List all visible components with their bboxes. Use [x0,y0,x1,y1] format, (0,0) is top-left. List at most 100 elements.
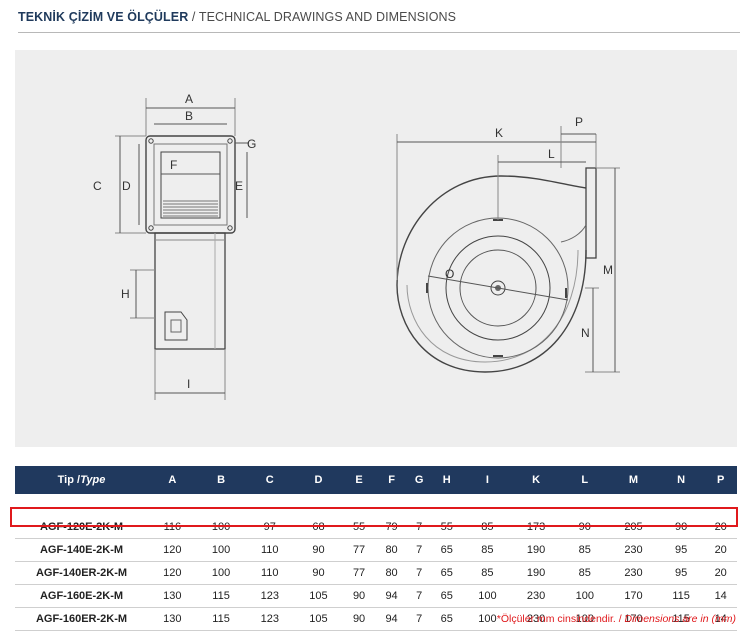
cell-value: 100 [560,607,610,631]
cell-type: AGF-160ER-2K-M [15,607,148,631]
label-h: H [121,287,130,301]
cell-value: 120 [148,538,197,562]
column-header: K [511,466,561,494]
cell-value: 14 [704,607,737,631]
cell-type: AGF-140ER-2K-M [15,561,148,585]
label-d: D [122,179,131,193]
column-header: M [609,466,658,494]
cell-value: 55 [342,516,376,539]
column-header: A [148,466,197,494]
page-title: TEKNİK ÇİZİM VE ÖLÇÜLER / TECHNICAL DRAW… [18,10,456,24]
cell-value: 65 [430,538,464,562]
cell-value: 85 [463,516,512,539]
title-divider [18,32,740,33]
label-b: B [185,109,193,123]
units-note: *Ölçüler mm cinsindendir. / Dimensions a… [496,613,736,625]
label-n: N [581,326,590,340]
cell-value: 80 [375,561,408,585]
dimensions-table: Tip /Type A B C D E F G H I K L M N P AG… [15,466,737,631]
cell-type: AGF-120E-2K-M [15,516,148,539]
cell-value: 230 [609,538,658,562]
cell-value: 90 [560,516,610,539]
cell-value: 90 [657,516,705,539]
cell-value: 123 [245,584,295,608]
label-m: M [603,263,613,277]
cell-value: 7 [407,561,431,585]
label-l: L [548,147,555,161]
cell-value: 7 [407,584,431,608]
label-o: O [445,267,454,281]
cell-value: 230 [511,607,561,631]
column-header: E [342,466,376,494]
cell-value: 7 [407,516,431,539]
table-header-row: Tip /Type A B C D E F G H I K L M N P [15,466,737,494]
cell-value: 85 [560,538,610,562]
column-header: F [375,466,408,494]
cell-value: 90 [342,584,376,608]
cell-value: 116 [148,516,197,539]
cell-value: 100 [463,607,512,631]
title-turkish: TEKNİK ÇİZİM VE ÖLÇÜLER [18,10,189,24]
cell-value: 90 [294,561,343,585]
cell-value: 115 [196,584,246,608]
cell-value: 230 [511,584,561,608]
label-i: I [187,377,190,391]
cell-value: 100 [463,584,512,608]
cell-value: 190 [511,561,561,585]
cell-value: 120 [148,561,197,585]
side-view: A B F G C D E H [93,92,256,400]
cell-value: 90 [342,607,376,631]
cell-value: 20 [704,561,737,585]
cell-value: 90 [294,538,343,562]
cell-value: 20 [704,516,737,539]
front-view: O K P L M N [396,115,620,373]
cell-value: 205 [609,516,658,539]
label-f: F [170,158,177,172]
cell-value: 77 [342,561,376,585]
label-g: G [247,137,256,151]
cell-value: 170 [609,607,658,631]
cell-value: 77 [342,538,376,562]
cell-value: 170 [609,584,658,608]
cell-value: 65 [430,584,464,608]
cell-value: 97 [245,516,295,539]
cell-value: 95 [657,561,705,585]
label-a: A [185,92,193,106]
cell-value: 123 [245,607,295,631]
cell-type: AGF-140E-2K-M [15,538,148,562]
cell-value: 94 [375,607,408,631]
column-header: N [657,466,705,494]
cell-value: 65 [430,607,464,631]
cell-value: 115 [657,584,705,608]
cell-value: 95 [657,538,705,562]
label-c: C [93,179,102,193]
cell-value: 100 [196,561,246,585]
column-header: H [430,466,464,494]
cell-value: 115 [657,607,705,631]
technical-drawing: A B F G C D E H [15,50,737,447]
column-header: G [407,466,431,494]
cell-value: 20 [704,538,737,562]
cell-value: 105 [294,607,343,631]
column-header-type: Tip /Type [15,466,148,494]
column-header: L [560,466,610,494]
cell-value: 68 [294,516,343,539]
label-e: E [235,179,243,193]
cell-value: 65 [430,561,464,585]
highlighted-row-frame [10,507,738,527]
cell-value: 14 [704,584,737,608]
title-english: / TECHNICAL DRAWINGS AND DIMENSIONS [188,10,457,24]
cell-value: 100 [560,584,610,608]
cell-value: 173 [511,516,561,539]
cell-value: 7 [407,538,431,562]
cell-value: 100 [196,516,246,539]
cell-value: 110 [245,538,295,562]
cell-value: 85 [463,538,512,562]
column-header: P [704,466,737,494]
label-k: K [495,126,503,140]
